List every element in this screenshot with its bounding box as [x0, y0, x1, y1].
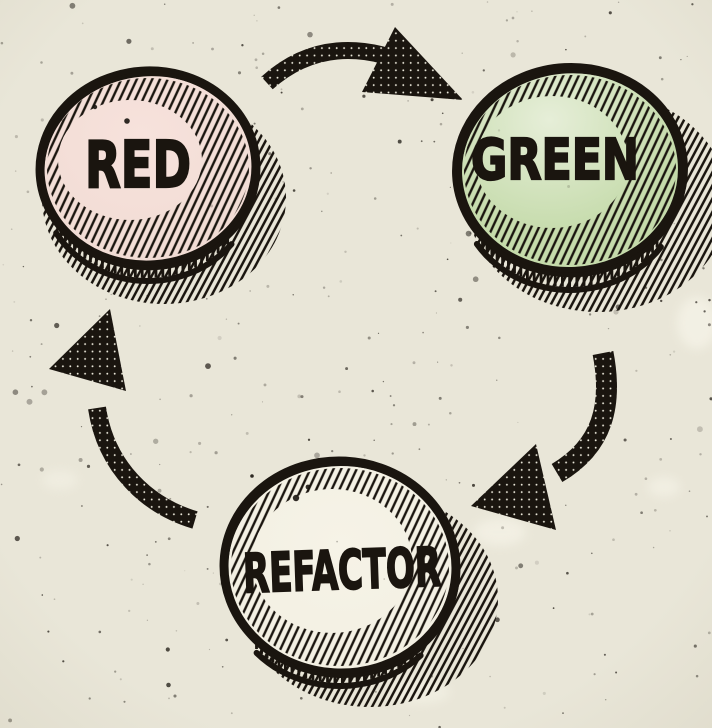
paper-vignette [0, 0, 712, 728]
tdd-cycle-diagram: RED GREEN REFACTOR [0, 0, 712, 728]
tdd-cycle-illustration: RED GREEN REFACTOR [0, 0, 712, 728]
